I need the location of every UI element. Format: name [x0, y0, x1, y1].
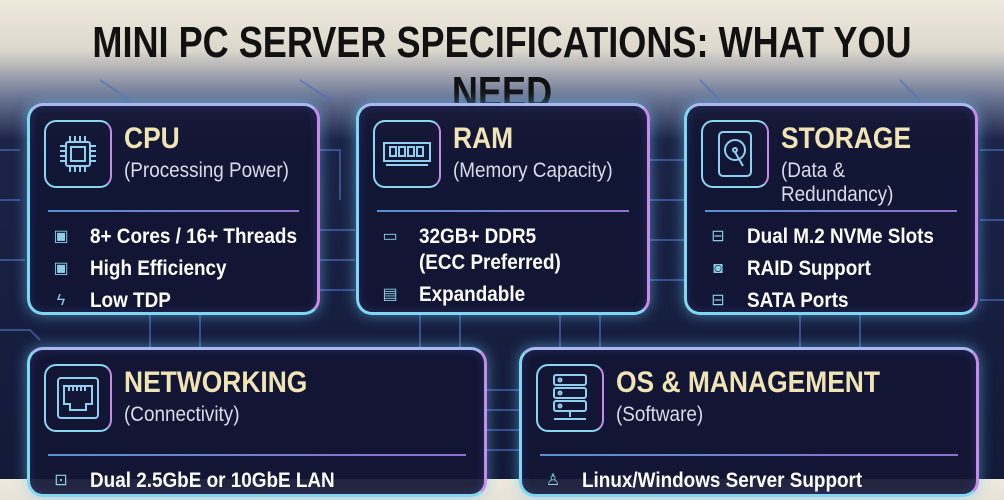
divider: [705, 210, 957, 212]
spec-item: ▣ High Efficiency: [50, 256, 320, 282]
spec-text: (ECC Preferred): [419, 251, 561, 274]
spec-item: ⊟ SATA Ports: [707, 288, 955, 314]
spec-item: ◙ RAID Support: [707, 256, 955, 282]
spec-text: 32GB+ DDR5: [419, 225, 537, 248]
spec-list: ⊟ Dual M.2 NVMe Slots ◙ RAID Support ⊟ SATA P…: [707, 224, 955, 320]
card-title: OS & MANAGEMENT: [616, 366, 880, 399]
spec-list: ♙ Linux/Windows Server Support: [542, 468, 893, 500]
spec-text: Dual 2.5GbE or 10GbE LAN: [90, 469, 335, 492]
divider: [377, 210, 629, 212]
divider: [540, 454, 958, 456]
spec-text: RAID Support: [747, 257, 871, 280]
spec-item: ♙ Linux/Windows Server Support: [542, 468, 893, 494]
spec-item: ϟ Low TDP: [50, 288, 320, 314]
page-title: MINI PC SERVER SPECIFICATIONS: WHAT YOU …: [92, 18, 912, 117]
spec-list: ⊡ Dual 2.5GbE or 10GbE LAN: [50, 468, 362, 500]
spec-item: ▣ 8+ Cores / 16+ Threads: [50, 224, 320, 250]
card-title: CPU: [124, 122, 180, 155]
spec-text: Low TDP: [90, 289, 171, 312]
drive-icon: ⊟: [711, 228, 725, 245]
card-os-management: OS & MANAGEMENT (Software) ♙ Linux/Window…: [519, 347, 979, 497]
lightning-icon: ϟ: [56, 292, 66, 309]
spec-item: ⊟ Dual M.2 NVMe Slots: [707, 224, 955, 250]
spec-text: Expandable: [419, 283, 526, 306]
spec-text: High Efficiency: [90, 257, 227, 280]
card-cpu: CPU (Processing Power) ▣ 8+ Cores / 16+ T…: [27, 103, 320, 315]
spec-item: (ECC Preferred): [379, 250, 577, 276]
chip-icon: ▣: [53, 228, 69, 245]
spec-list: ▭ 32GB+ DDR5 (ECC Preferred) ▤ Expandable: [379, 224, 577, 314]
spec-text: 8+ Cores / 16+ Threads: [90, 225, 297, 248]
divider: [48, 210, 299, 212]
spec-text: Dual M.2 NVMe Slots: [747, 225, 934, 248]
card-subtitle: (Processing Power): [124, 159, 289, 182]
spec-text: SATA Ports: [747, 289, 849, 312]
card-subtitle: (Software): [616, 403, 704, 426]
ram-icon: ▭: [382, 228, 398, 245]
spec-item: ⊡ Dual 2.5GbE or 10GbE LAN: [50, 468, 362, 494]
server-rack-icon: [536, 364, 604, 432]
card-title: NETWORKING: [124, 366, 308, 399]
spec-text: Linux/Windows Server Support: [582, 469, 863, 492]
drive-icon: ⊟: [711, 292, 725, 309]
hard-drive-icon: ◙: [713, 260, 723, 277]
spec-item: ▤ Expandable: [379, 282, 577, 308]
cpu-chip-icon: [44, 120, 112, 188]
card-ram: RAM (Memory Capacity) ▭ 32GB+ DDR5 (ECC Pr…: [356, 103, 650, 315]
spec-list: ▣ 8+ Cores / 16+ Threads ▣ High Efficiency ϟ…: [50, 224, 320, 320]
card-title: RAM: [453, 122, 514, 155]
card-networking: NETWORKING (Connectivity) ⊡ Dual 2.5GbE o…: [27, 347, 487, 497]
linux-penguin-icon: ♙: [545, 472, 561, 489]
circuit-background: [0, 79, 1004, 451]
ethernet-icon: ⊡: [54, 472, 68, 489]
hard-drive-icon: [701, 120, 769, 188]
divider: [48, 454, 466, 456]
card-subtitle: (Connectivity): [124, 403, 240, 426]
ram-module-icon: [373, 120, 441, 188]
card-subtitle: (Memory Capacity): [453, 159, 613, 182]
card-storage: STORAGE (Data & Redundancy) ⊟ Dual M.2 NV…: [684, 103, 978, 315]
card-title: STORAGE: [781, 122, 912, 155]
card-subtitle: (Data & Redundancy): [781, 159, 894, 206]
spec-item: ▭ 32GB+ DDR5: [379, 224, 577, 250]
motherboard-icon: ▤: [382, 286, 398, 303]
chip-icon: ▣: [53, 260, 69, 277]
ethernet-port-icon: [44, 364, 112, 432]
